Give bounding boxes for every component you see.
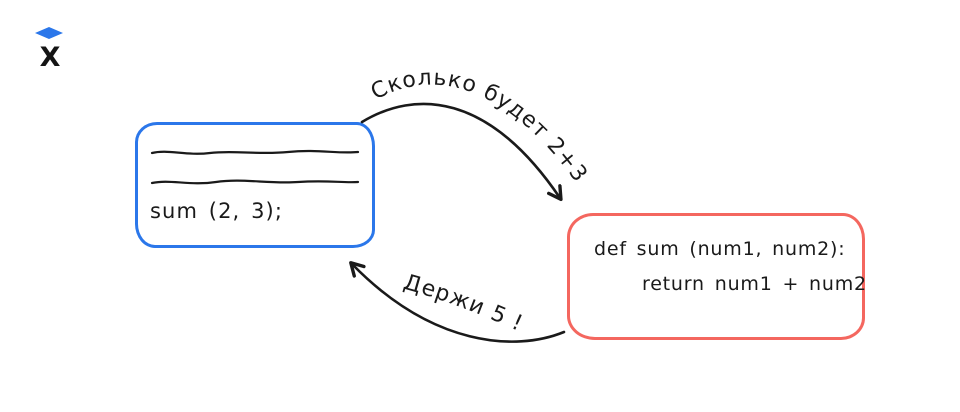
redacted-code-lines bbox=[150, 149, 360, 185]
logo-letter: X bbox=[40, 42, 61, 68]
caller-code-box: sum (2, 3); bbox=[135, 122, 375, 248]
return-arrow-label: Держи 5 ! bbox=[401, 270, 527, 337]
hexlet-logo: X bbox=[34, 26, 66, 73]
call-arrow bbox=[360, 102, 563, 202]
function-code-box: def sum (num1, num2): return num1 + num2 bbox=[567, 213, 867, 340]
caller-code-text: sum (2, 3); bbox=[150, 199, 284, 223]
redacted-code-line bbox=[150, 149, 360, 155]
return-arrow bbox=[349, 261, 566, 343]
redacted-code-line bbox=[150, 179, 360, 185]
function-def-line: def sum (num1, num2): bbox=[594, 238, 846, 260]
graduation-cap-icon bbox=[35, 27, 63, 39]
function-return-line: return num1 + num2 bbox=[642, 273, 867, 295]
